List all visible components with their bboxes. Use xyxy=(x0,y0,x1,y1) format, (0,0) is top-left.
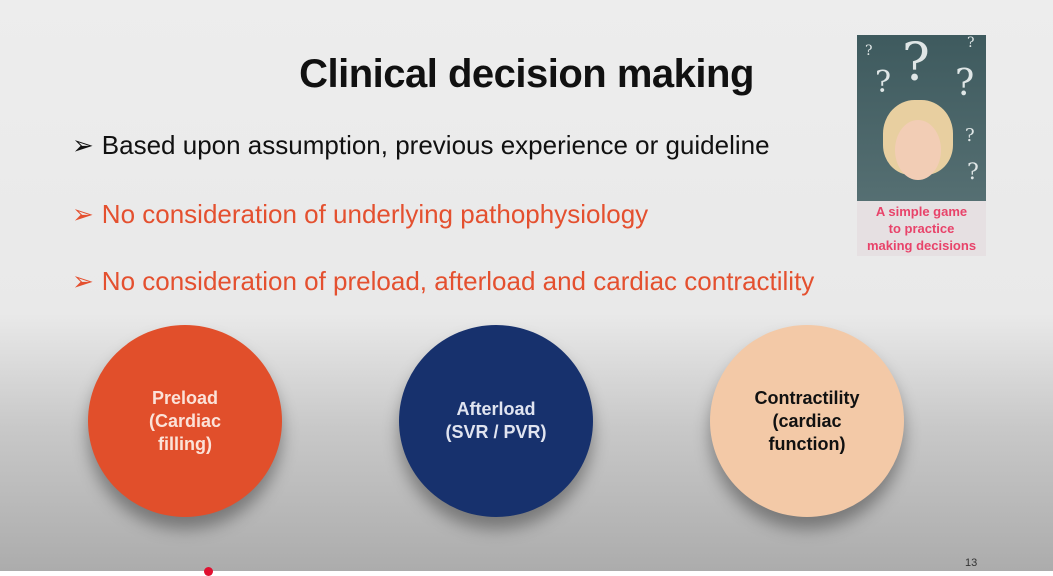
caption-line: A simple game xyxy=(875,204,968,219)
circle-label: (SVR / PVR) xyxy=(445,422,547,442)
circle-label: Afterload xyxy=(456,399,536,419)
bullet-1: ➢Based upon assumption, previous experie… xyxy=(72,130,770,161)
bullet-text: No consideration of preload, afterload a… xyxy=(101,266,815,296)
girl-face xyxy=(895,120,941,180)
image-caption: A simple game to practice making decisio… xyxy=(857,201,986,256)
contractility-circle: Contractility (cardiac function) xyxy=(710,325,904,517)
bullet-text: Based upon assumption, previous experien… xyxy=(101,130,770,160)
circle-label: (Cardiac xyxy=(148,410,222,431)
circle-label: Preload xyxy=(151,387,219,408)
thinking-girl-image: ? ? ? ? ? ? ? A simple game to practice … xyxy=(857,35,986,256)
circle-label: function) xyxy=(768,433,846,454)
circle-label: filling) xyxy=(158,433,212,454)
question-mark-icon: ? xyxy=(865,43,873,59)
question-mark-icon: ? xyxy=(965,125,975,146)
bullet-text: No consideration of underlying pathophys… xyxy=(101,199,649,229)
bullet-2: ➢No consideration of underlying pathophy… xyxy=(72,199,648,230)
slide-title: Clinical decision making xyxy=(299,52,754,96)
arrow-bullet-icon: ➢ xyxy=(72,130,94,160)
circle-label: Contractility xyxy=(754,387,860,408)
caption-line: making decisions xyxy=(866,238,977,253)
preload-circle: Preload (Cardiac filling) xyxy=(88,325,282,517)
caption-line: to practice xyxy=(888,221,955,236)
arrow-bullet-icon: ➢ xyxy=(72,266,94,296)
laser-pointer-dot xyxy=(204,567,213,576)
question-mark-icon: ? xyxy=(875,65,892,100)
question-mark-icon: ? xyxy=(967,160,979,185)
question-mark-icon: ? xyxy=(955,63,975,104)
question-mark-icon: ? xyxy=(902,35,930,93)
page-number: 13 xyxy=(965,557,978,569)
afterload-circle: Afterload (SVR / PVR) xyxy=(399,325,593,517)
bullet-3: ➢No consideration of preload, afterload … xyxy=(72,266,814,297)
question-mark-icon: ? xyxy=(967,35,975,51)
arrow-bullet-icon: ➢ xyxy=(72,199,94,229)
circle-label: (cardiac xyxy=(772,410,842,431)
